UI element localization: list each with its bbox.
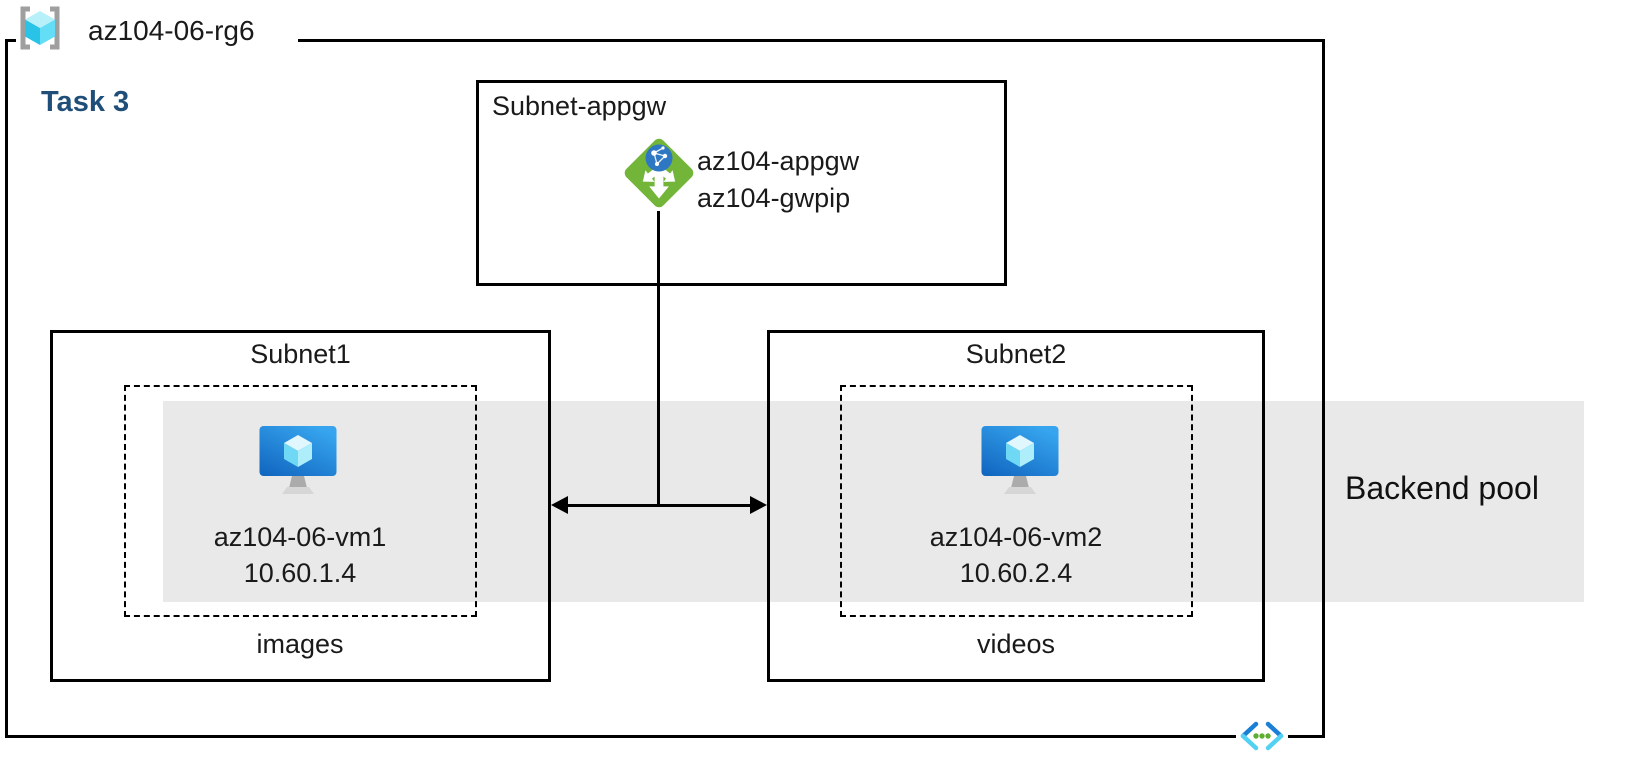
subnet2-storage-label: videos bbox=[976, 629, 1056, 659]
vm1-labels: az104-06-vm1 10.60.1.4 bbox=[140, 519, 460, 591]
virtual-machine-icon bbox=[981, 426, 1059, 494]
vm1-name: az104-06-vm1 bbox=[213, 522, 387, 552]
resource-group-box bbox=[5, 39, 1325, 738]
task-label: Task 3 bbox=[41, 86, 130, 118]
application-gateway-name: az104-appgw bbox=[697, 146, 860, 176]
subnet2-box bbox=[767, 330, 1265, 682]
subnet1-label: Subnet1 bbox=[250, 339, 351, 369]
resource-group-border-gap bbox=[16, 34, 298, 47]
resource-group-icon bbox=[20, 6, 60, 50]
subnet2-label: Subnet2 bbox=[965, 339, 1067, 369]
gateway-connector-line bbox=[657, 211, 660, 507]
subnet1-storage-label: images bbox=[256, 629, 344, 659]
virtual-machine-icon bbox=[259, 426, 337, 494]
subnet1-box bbox=[50, 330, 551, 682]
vm2-name: az104-06-vm2 bbox=[929, 522, 1103, 552]
arrowhead-right-icon bbox=[750, 496, 767, 514]
subnet1-dashed-box bbox=[124, 385, 477, 617]
vm1-ip: 10.60.1.4 bbox=[243, 558, 357, 588]
application-gateway-names: az104-appgw az104-gwpip bbox=[697, 143, 859, 217]
subnet-appgw-label: Subnet-appgw bbox=[492, 91, 667, 121]
virtual-network-icon bbox=[1236, 721, 1288, 751]
backend-pool-label: Backend pool bbox=[1345, 470, 1539, 506]
resource-group-title: az104-06-rg6 bbox=[88, 15, 255, 46]
subnet-arrow-line bbox=[563, 504, 757, 507]
vm2-labels: az104-06-vm2 10.60.2.4 bbox=[856, 519, 1176, 591]
subnet2-dashed-box bbox=[840, 385, 1193, 617]
application-gateway-icon bbox=[624, 138, 694, 208]
gateway-public-ip-name: az104-gwpip bbox=[697, 183, 851, 213]
backend-pool-band bbox=[163, 401, 1584, 602]
subnet-appgw-box bbox=[476, 80, 1007, 286]
vm2-ip: 10.60.2.4 bbox=[959, 558, 1073, 588]
arrowhead-left-icon bbox=[551, 496, 568, 514]
